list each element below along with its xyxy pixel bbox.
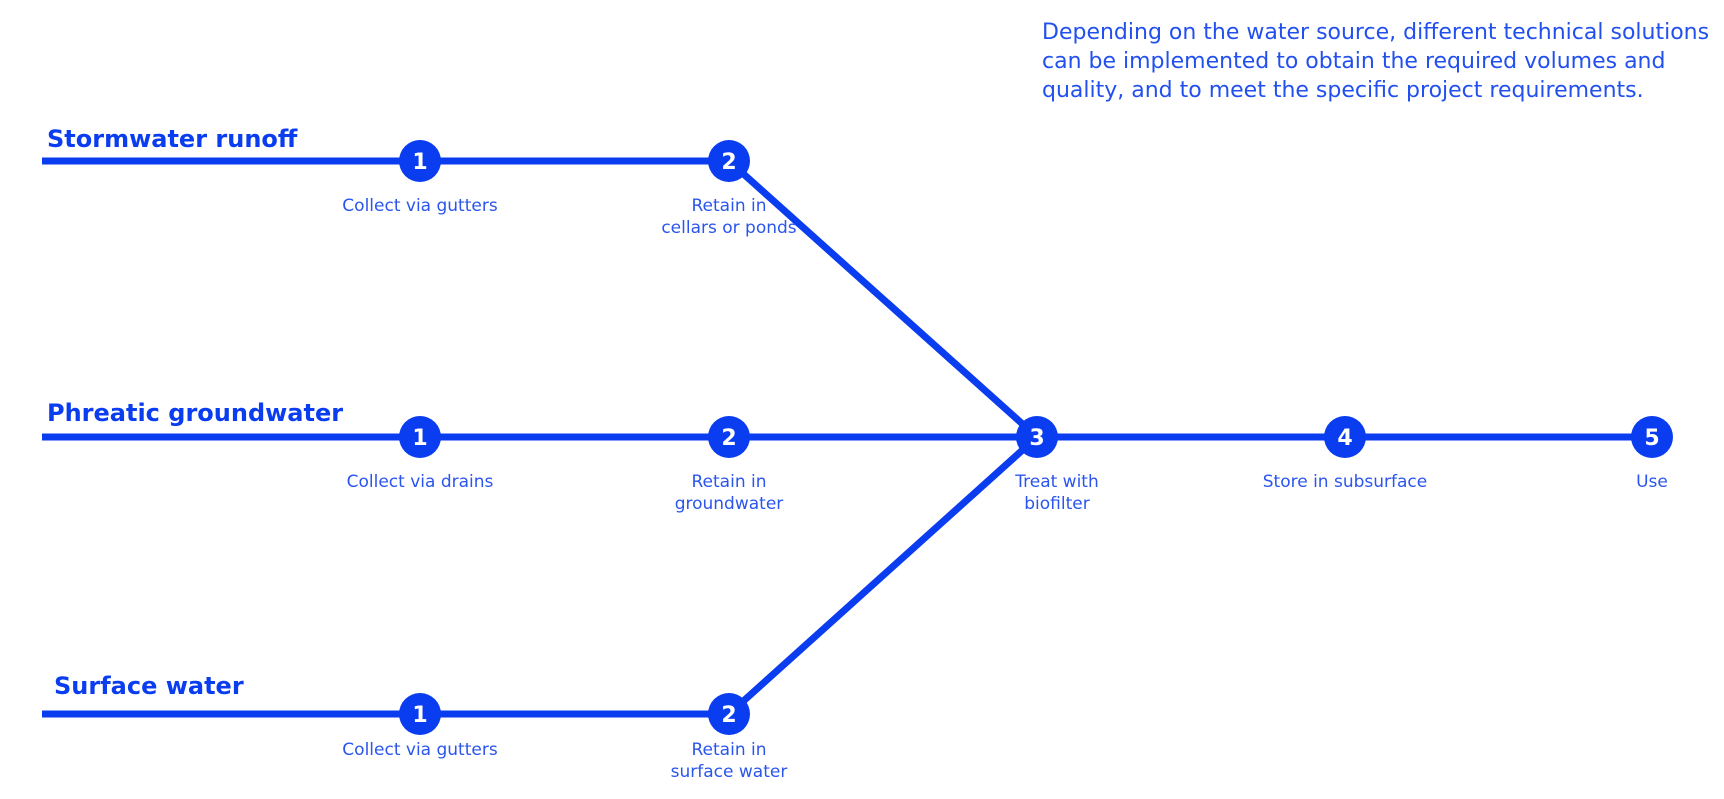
groundwater-step-1-node: 1 (399, 416, 441, 458)
source-title-surface-water: Surface water (54, 672, 244, 700)
svg-text:2: 2 (721, 150, 736, 175)
stormwater-connector (725, 157, 1041, 441)
store-step-label: Store in subsurface (1262, 472, 1428, 492)
treat-step-node: 3 (1016, 416, 1058, 458)
surface-water-step-1-label: Collect via gutters (342, 740, 498, 760)
stormwater-step-1-label: Collect via gutters (342, 196, 498, 216)
svg-text:2: 2 (721, 703, 736, 728)
store-step-node: 4 (1324, 416, 1366, 458)
treat-step-label: Treat with biofilter (1015, 472, 1099, 514)
source-title-groundwater: Phreatic groundwater (47, 399, 344, 427)
surface-water-step-1-node: 1 (399, 693, 441, 735)
surface-water-step-2-label: Retain in surface water (670, 740, 788, 782)
svg-text:2: 2 (721, 426, 736, 451)
surface-water-step-2-node: 2 (708, 693, 750, 735)
svg-text:1: 1 (412, 150, 427, 175)
groundwater-step-2-node: 2 (708, 416, 750, 458)
use-step-label: Use (1636, 472, 1668, 492)
svg-text:3: 3 (1029, 426, 1044, 451)
stormwater-step-1-node: 1 (399, 140, 441, 182)
svg-text:1: 1 (412, 426, 427, 451)
stormwater-step-2-label: Retain in cellars or ponds (661, 196, 797, 238)
svg-text:4: 4 (1337, 426, 1352, 451)
svg-text:1: 1 (412, 703, 427, 728)
groundwater-step-1-label: Collect via drains (346, 472, 494, 492)
stormwater-step-2-node: 2 (708, 140, 750, 182)
use-step-node: 5 (1631, 416, 1673, 458)
intro-text: Depending on the water source, different… (1042, 20, 1710, 103)
svg-text:5: 5 (1644, 426, 1659, 451)
source-title-stormwater: Stormwater runoff (47, 125, 298, 153)
groundwater-step-2-label: Retain in groundwater (674, 472, 784, 514)
surface-water-connector (725, 433, 1041, 718)
